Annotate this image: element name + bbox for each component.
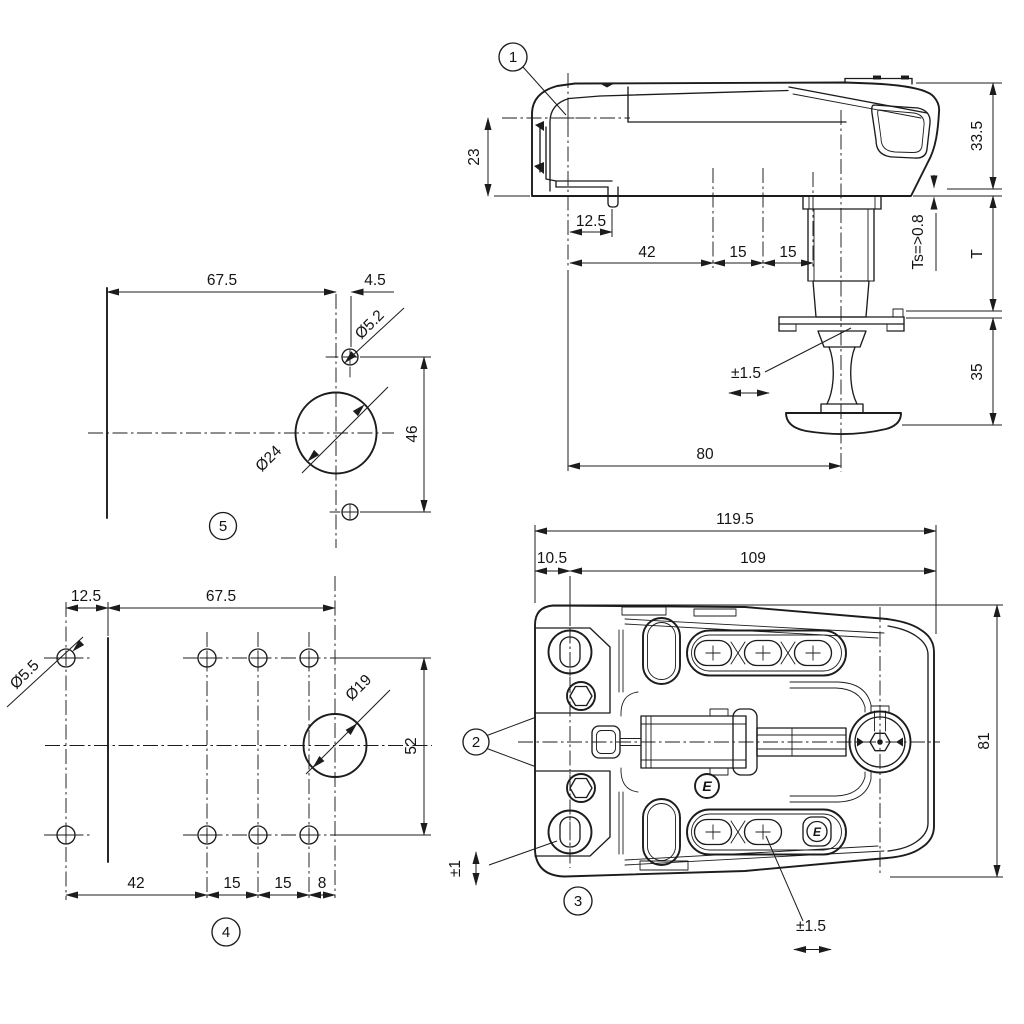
dim-42: 42: [638, 244, 655, 261]
view-label-5: 5: [219, 518, 227, 535]
dim-t: T: [969, 249, 986, 259]
view-label-3: 3: [574, 893, 582, 910]
dim-80: 80: [696, 446, 714, 463]
dim-46: 46: [404, 425, 421, 442]
dim-23: 23: [466, 148, 483, 165]
dim-ts: Ts=>0.8: [910, 214, 927, 269]
dim-15b-v4: 15: [274, 875, 291, 892]
drill-view-5: 5 67.5 4.5 Ø5.2 Ø24 46: [88, 272, 431, 548]
dim-33-5: 33.5: [969, 121, 986, 151]
dim-dia5-2: Ø5.2: [352, 307, 388, 343]
emka-logo: E: [702, 778, 712, 794]
dim-67-5-v4: 67.5: [206, 588, 236, 605]
dim-52: 52: [403, 737, 420, 754]
balloon-1: 1: [509, 49, 517, 66]
dim-pm15-rear: ±1.5: [796, 918, 826, 935]
rear-view: E E 2 3 119.5 10.5 109 81 ±1 ±1.5: [447, 511, 1003, 954]
dim-15a-v4: 15: [223, 875, 240, 892]
balloon-2: 2: [472, 734, 480, 751]
dim-pm1: ±1: [447, 860, 464, 877]
dim-67-5-v5: 67.5: [207, 272, 237, 289]
dim-42-v4: 42: [127, 875, 144, 892]
emka-logo-small: E: [813, 825, 822, 839]
dim-119-5: 119.5: [716, 511, 754, 528]
dim-35: 35: [969, 363, 986, 380]
dim-8: 8: [318, 875, 327, 892]
view-label-4: 4: [222, 924, 230, 941]
dim-dia5-5: Ø5.5: [7, 657, 43, 693]
dim-109: 109: [740, 550, 766, 567]
drill-view-4: 4 12.5 67.5 Ø5.5 Ø19 52 42 15 15 8: [6, 576, 432, 947]
dim-15a: 15: [729, 244, 746, 261]
dim-81: 81: [976, 732, 993, 749]
dim-dia24: Ø24: [252, 442, 285, 475]
dim-pm15-side: ±1.5: [731, 365, 761, 382]
dim-12-5: 12.5: [576, 213, 606, 230]
dim-12-5-v4: 12.5: [71, 588, 101, 605]
side-view: 1 23 12.5 42 15 15 80 33.5 Ts=>0.8 T 35 …: [466, 42, 1002, 472]
dim-4-5: 4.5: [364, 272, 386, 289]
dim-15b: 15: [779, 244, 796, 261]
dim-10-5: 10.5: [537, 550, 567, 567]
dim-dia19: Ø19: [342, 671, 375, 704]
